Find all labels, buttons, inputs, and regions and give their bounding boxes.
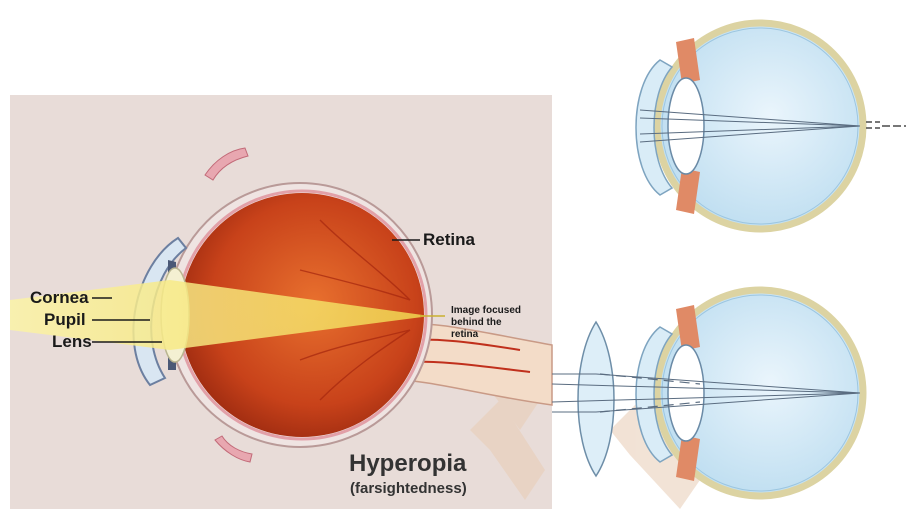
label-pupil: Pupil — [44, 311, 86, 328]
label-retina: Retina — [423, 231, 475, 248]
diagram-title: Hyperopia — [349, 452, 466, 476]
eyeball-uncorrected — [636, 23, 906, 229]
label-cornea: Cornea — [30, 289, 89, 306]
label-lens: Lens — [52, 333, 92, 350]
diagram-subtitle: (farsightedness) — [350, 481, 467, 496]
convex-corrective-lens — [578, 322, 614, 476]
label-image-focused: Image focused behind the retina — [451, 305, 531, 341]
